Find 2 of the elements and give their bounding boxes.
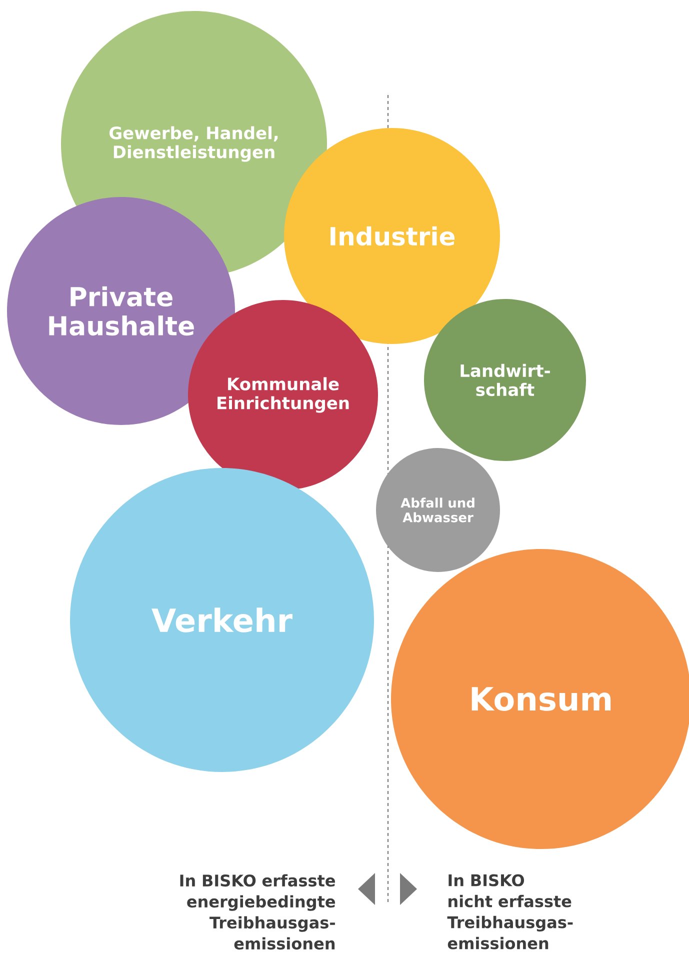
caption-text: In BISKO erfasste energiebedingte Treibhausgas- emissionen xyxy=(180,874,336,950)
caption-text: In BISKO nicht erfasste Treibhausgas- emissionen xyxy=(447,874,573,950)
